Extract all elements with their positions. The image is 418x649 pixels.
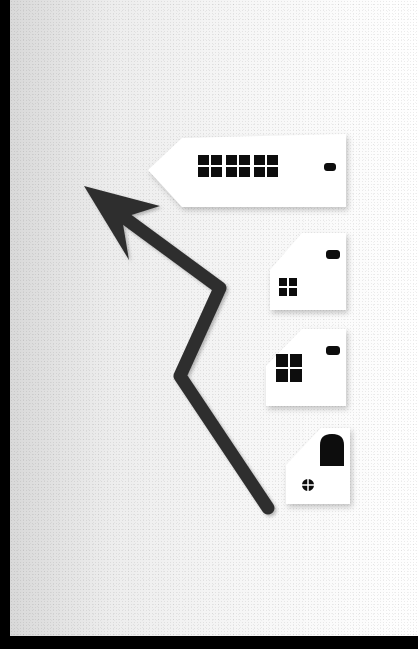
arrowhead xyxy=(84,186,160,260)
small-house-3-door xyxy=(320,434,344,466)
small-house-2-icon xyxy=(266,329,346,406)
small-house-3-icon xyxy=(286,428,350,504)
arrow-shaft xyxy=(122,216,268,508)
small-house-1-icon xyxy=(270,233,346,310)
small-house-2-door xyxy=(326,346,340,355)
small-house-1-body xyxy=(270,233,346,310)
large-house-icon xyxy=(148,134,346,207)
large-house-door xyxy=(324,163,336,171)
growth-arrow-icon xyxy=(84,186,268,508)
small-house-1-door xyxy=(326,250,340,259)
